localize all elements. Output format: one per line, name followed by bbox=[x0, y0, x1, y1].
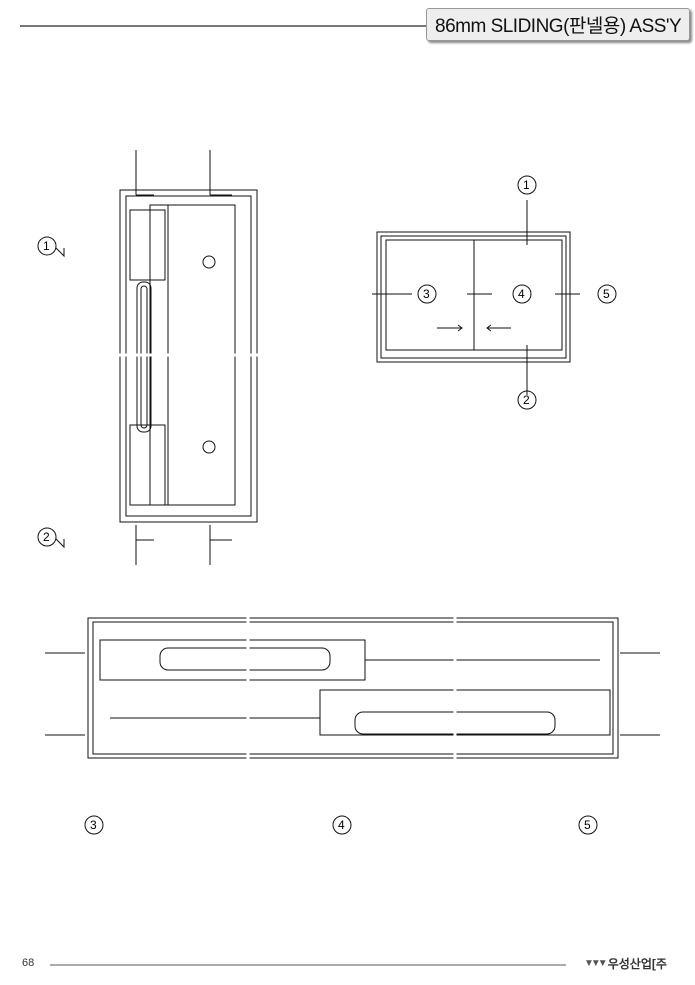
section-marker-2: 2 bbox=[43, 530, 50, 544]
elevation-marker-2: 2 bbox=[523, 393, 530, 407]
section-marker-4: 4 bbox=[338, 818, 345, 832]
footer-rule bbox=[50, 964, 566, 966]
header-rule bbox=[20, 25, 430, 27]
company-logo-icon: ▼▼▼ bbox=[584, 958, 608, 969]
page-title: 86mm SLIDING(판넬용) ASS'Y bbox=[426, 8, 691, 41]
section-marker-5: 5 bbox=[584, 818, 591, 832]
elevation-marker-5: 5 bbox=[603, 287, 610, 301]
elevation-marker-4: 4 bbox=[518, 287, 525, 301]
company-brand: ▼▼▼ 우성산업[주 bbox=[584, 955, 667, 972]
elevation-marker-1: 1 bbox=[523, 178, 530, 192]
marker-group bbox=[37, 236, 65, 549]
vertical-section bbox=[110, 150, 265, 565]
section-marker-3: 3 bbox=[90, 818, 97, 832]
page-number: 68 bbox=[22, 957, 35, 969]
company-name: 우성산업[주 bbox=[607, 957, 667, 971]
horizontal-section bbox=[45, 612, 660, 835]
section-marker-1: 1 bbox=[43, 239, 50, 253]
elevation-marker-3: 3 bbox=[423, 287, 430, 301]
elevation-view bbox=[372, 175, 617, 410]
